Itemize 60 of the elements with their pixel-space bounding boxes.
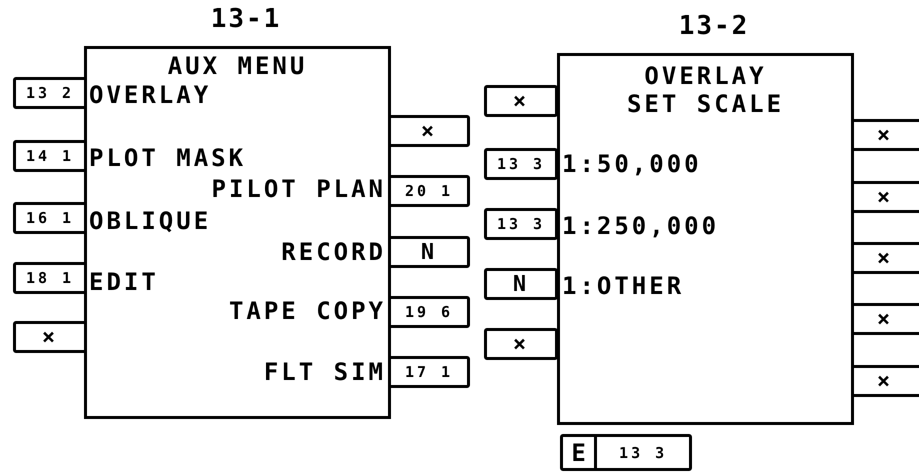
menu-option: PILOT PLAN (212, 177, 386, 201)
key-tab (484, 85, 558, 117)
key-code: × (512, 332, 530, 356)
key-tab (13, 140, 87, 172)
key-code: × (876, 306, 894, 332)
key-code: 13 3 (496, 215, 546, 233)
key-tab (388, 236, 470, 268)
key-tab (851, 303, 919, 335)
key-code: 16 1 (26, 209, 74, 227)
key-tab (13, 77, 87, 109)
key-tab (13, 202, 87, 234)
key-tab (484, 208, 558, 240)
key-code: N (420, 240, 438, 264)
screen-title: OVERLAY SET SCALE (626, 63, 786, 118)
key-code: 17 1 (404, 363, 454, 381)
key-code: × (876, 122, 894, 148)
key-code: N (512, 272, 530, 296)
key-code: × (876, 184, 894, 210)
key-code: × (512, 88, 530, 114)
menu-option: 1:50,000 (562, 152, 702, 176)
key-tab (388, 115, 470, 147)
key-code: × (420, 118, 438, 144)
menu-screen (84, 46, 391, 419)
menu-screen (557, 53, 854, 425)
key-code: × (876, 246, 894, 270)
key-code: × (876, 368, 894, 394)
key-code: 19 6 (404, 303, 454, 321)
menu-option: OBLIQUE (89, 209, 212, 233)
menu-option: TAPE COPY (228, 299, 386, 323)
key-tab (851, 181, 919, 213)
key-code: E (570, 438, 587, 468)
key-tab (388, 356, 470, 388)
key-tab (484, 148, 558, 180)
menu-option: OVERLAY (89, 83, 212, 107)
key-tab (13, 321, 87, 353)
key-tab (484, 268, 558, 300)
menu-option: PLOT MASK (89, 146, 246, 170)
key-tab (851, 242, 919, 274)
screen-number: 13-1 (210, 6, 282, 32)
screen-title: AUX MENU (166, 53, 308, 81)
key-tab (13, 262, 87, 294)
menu-option: 1:OTHER (562, 274, 684, 298)
key-tab (851, 119, 919, 151)
key-tab (851, 365, 919, 397)
menu-option: 1:250,000 (562, 214, 720, 238)
menu-option: EDIT (89, 270, 159, 294)
menu-option: RECORD (281, 240, 386, 264)
screen-number: 13-2 (678, 13, 750, 39)
key-code: 18 1 (26, 269, 74, 287)
key-code: × (42, 324, 58, 350)
key-code: 13 2 (26, 84, 74, 102)
key-tab (560, 434, 692, 471)
key-tab (388, 296, 470, 328)
menu-option: FLT SIM (264, 360, 386, 384)
key-code: 14 1 (26, 147, 74, 165)
key-code: 13 3 (496, 155, 546, 173)
key-tab (388, 175, 470, 207)
key-tab (484, 328, 558, 360)
key-code: 13 3 (594, 437, 689, 468)
key-code: 20 1 (404, 182, 454, 200)
